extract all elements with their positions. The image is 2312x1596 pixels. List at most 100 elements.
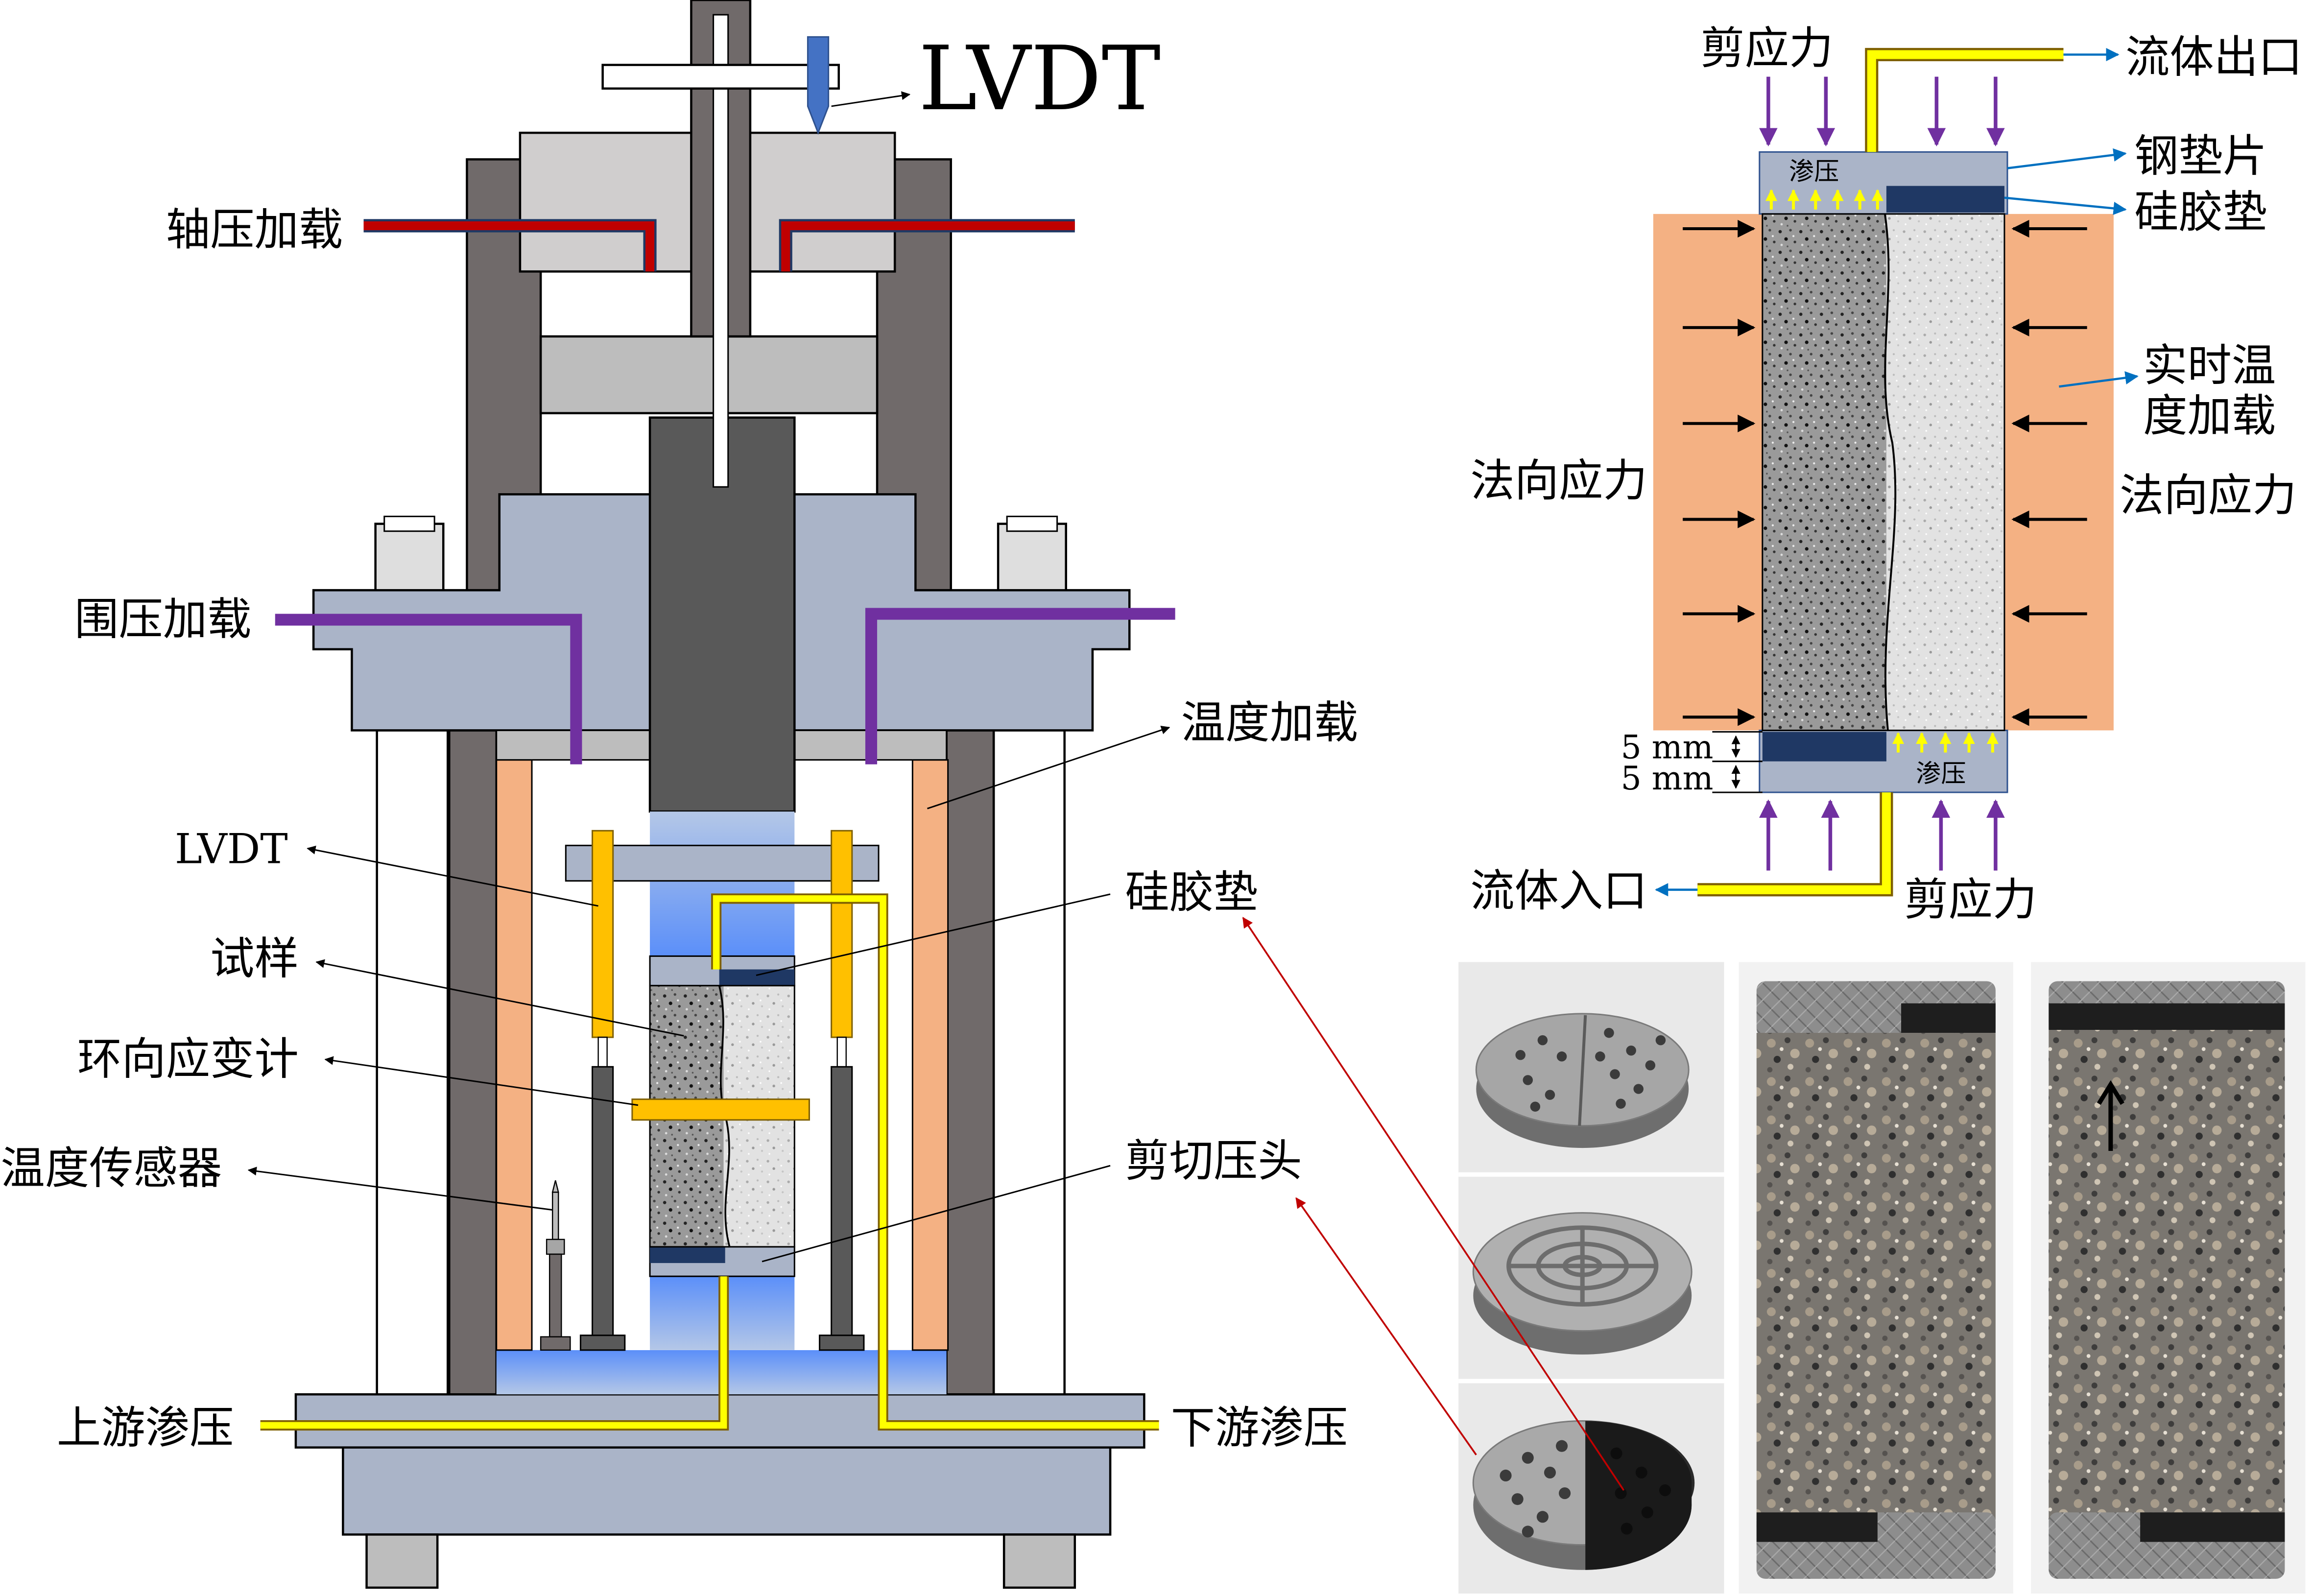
label-lvdt-top: LVDT bbox=[918, 27, 1161, 130]
red-leader-silicone bbox=[1242, 917, 1625, 1491]
platen-photo-grooved bbox=[1472, 1212, 1692, 1355]
lvdt-post-left-base bbox=[579, 1334, 626, 1351]
platen-photo-perforated-split bbox=[1475, 1013, 1690, 1148]
schematic-specimen-right bbox=[1886, 214, 2004, 731]
label-hoop-strain-gauge: 环向应变计 bbox=[77, 1033, 299, 1085]
foot-left bbox=[365, 1533, 439, 1589]
bolt-right-cap bbox=[1006, 516, 1058, 532]
lvdt-side-left bbox=[592, 830, 614, 1038]
leader-temperature-sensor bbox=[247, 1167, 553, 1211]
label-confining-loading: 围压加载 bbox=[74, 594, 252, 645]
label-normal-stress-left: 法向应力 bbox=[1470, 455, 1647, 506]
label-temperature-sensor: 温度传感器 bbox=[0, 1143, 222, 1194]
confining-pipe-right bbox=[865, 608, 1175, 764]
upper-silicone-pad bbox=[719, 969, 795, 986]
leader-shear-indenter bbox=[762, 1165, 1111, 1263]
photo-specimen-back bbox=[2031, 962, 2306, 1594]
lvdt-side-right-rod bbox=[836, 1036, 847, 1068]
leader-lvdt-side bbox=[307, 845, 598, 907]
lvdt-side-right bbox=[831, 830, 853, 1038]
downstream-seepage-line-fill bbox=[713, 895, 1159, 1429]
fluid-outlet-pipe bbox=[1865, 48, 2064, 152]
label-normal-stress-right: 法向应力 bbox=[2120, 470, 2297, 521]
normal-arrows-left bbox=[1683, 219, 1756, 726]
lvdt-post-right bbox=[831, 1066, 853, 1341]
lvdt-top-sensor bbox=[807, 36, 830, 135]
bolt-right bbox=[997, 523, 1067, 592]
frame-inner-right bbox=[945, 729, 995, 1396]
leader-steel-shim bbox=[2007, 148, 2127, 169]
bolt-left-cap bbox=[383, 516, 435, 532]
label-dim-1: 5 mm bbox=[1621, 728, 1714, 766]
fluid-inlet-pipe bbox=[1697, 792, 1893, 897]
label-lvdt-side: LVDT bbox=[175, 825, 288, 873]
label-steel-shim: 钢垫片 bbox=[2134, 131, 2267, 182]
schematic-specimen-outline bbox=[1762, 213, 2005, 731]
chamber-wall-right bbox=[992, 729, 1066, 1396]
leader-lvdt-top bbox=[831, 91, 911, 107]
label-downstream-pressure: 下游渗压 bbox=[1171, 1403, 1348, 1454]
platen-photo-with-silicone bbox=[1472, 1420, 1695, 1570]
label-shear-stress-top: 剪应力 bbox=[1700, 23, 1833, 74]
upstream-seepage-line-fill bbox=[260, 1276, 727, 1429]
axial-pipe-left-fill bbox=[363, 221, 655, 272]
leader-silicone-pad bbox=[756, 893, 1111, 977]
bolt-left bbox=[374, 523, 445, 592]
confining-pipe-left bbox=[275, 614, 582, 764]
heater-right bbox=[911, 759, 949, 1351]
photo-specimen-front bbox=[1739, 962, 2014, 1594]
heater-left bbox=[496, 759, 533, 1351]
axial-pipe-right-fill bbox=[781, 221, 1075, 272]
seepage-arrows-top bbox=[1765, 189, 1883, 210]
label-silicone-pad: 硅胶垫 bbox=[1125, 867, 1258, 918]
label-axial-loading: 轴压加载 bbox=[166, 204, 343, 256]
seepage-arrows-bottom bbox=[1892, 732, 1999, 753]
label-fluid-inlet: 流体入口 bbox=[1470, 865, 1647, 917]
photo-platens bbox=[1458, 962, 1724, 1594]
schematic-specimen-left bbox=[1762, 214, 1886, 731]
leader-hoop-gauge bbox=[324, 1056, 639, 1106]
label-seepage-bottom: 渗压 bbox=[1916, 759, 1966, 788]
lvdt-holder bbox=[565, 844, 880, 882]
lvdt-side-left-rod bbox=[597, 1036, 608, 1068]
specimen-fracture bbox=[718, 985, 731, 1247]
leader-realtime-temp bbox=[2059, 371, 2139, 388]
photo-panel bbox=[1242, 917, 2306, 1594]
label-shear-stress-bottom: 剪应力 bbox=[1904, 874, 2037, 926]
lvdt-post-right-base bbox=[819, 1334, 865, 1351]
label-realtime-temp-line1: 实时温 bbox=[2143, 340, 2276, 391]
dimension-marks bbox=[1712, 731, 1763, 793]
label-upstream-pressure: 上游渗压 bbox=[57, 1403, 234, 1454]
shear-arrows-bottom bbox=[1759, 799, 2005, 871]
upper-loading-block bbox=[650, 811, 795, 956]
label-temperature-loading: 温度加载 bbox=[1181, 697, 1359, 748]
middle-crosshead bbox=[539, 335, 879, 414]
red-leader-shear-head bbox=[1295, 1197, 1477, 1455]
leader-specimen bbox=[315, 959, 684, 1037]
heating-jacket-right bbox=[2004, 214, 2114, 731]
heating-jacket-left bbox=[1653, 214, 1763, 731]
label-fluid-outlet: 流体出口 bbox=[2125, 32, 2303, 83]
frame-inner-left bbox=[448, 729, 498, 1396]
schematic-fracture bbox=[1883, 214, 1897, 731]
normal-arrows-right bbox=[2011, 219, 2087, 726]
label-silicone-pad-schematic: 硅胶垫 bbox=[2134, 187, 2267, 238]
lvdt-rod-inner bbox=[713, 14, 729, 488]
chamber-wall-left bbox=[376, 729, 449, 1396]
bottom-silicone-pad bbox=[1762, 732, 1886, 762]
lvdt-bracket bbox=[601, 64, 840, 90]
lower-silicone-pad bbox=[650, 1246, 725, 1263]
label-seepage-top: 渗压 bbox=[1789, 157, 1839, 187]
shear-arrows-top bbox=[1759, 76, 2005, 147]
label-realtime-temp-line2: 度加载 bbox=[2143, 390, 2276, 442]
label-dim-2: 5 mm bbox=[1621, 759, 1714, 797]
leader-silicone-pad-schematic bbox=[2004, 196, 2127, 215]
top-silicone-pad bbox=[1886, 186, 2004, 213]
leader-temperature-loading bbox=[927, 725, 1170, 810]
lvdt-post-left bbox=[592, 1066, 614, 1341]
hoop-strain-gauge bbox=[631, 1098, 810, 1121]
fluid-outlet-pipe-fill bbox=[1867, 50, 2064, 152]
fluid-inlet-pipe-fill bbox=[1697, 792, 1891, 894]
apparatus-diagram: LVDT 轴压加载 围压加载 温度加载 LVDT 硅胶垫 试样 环向应变计 剪切… bbox=[0, 0, 1359, 1589]
